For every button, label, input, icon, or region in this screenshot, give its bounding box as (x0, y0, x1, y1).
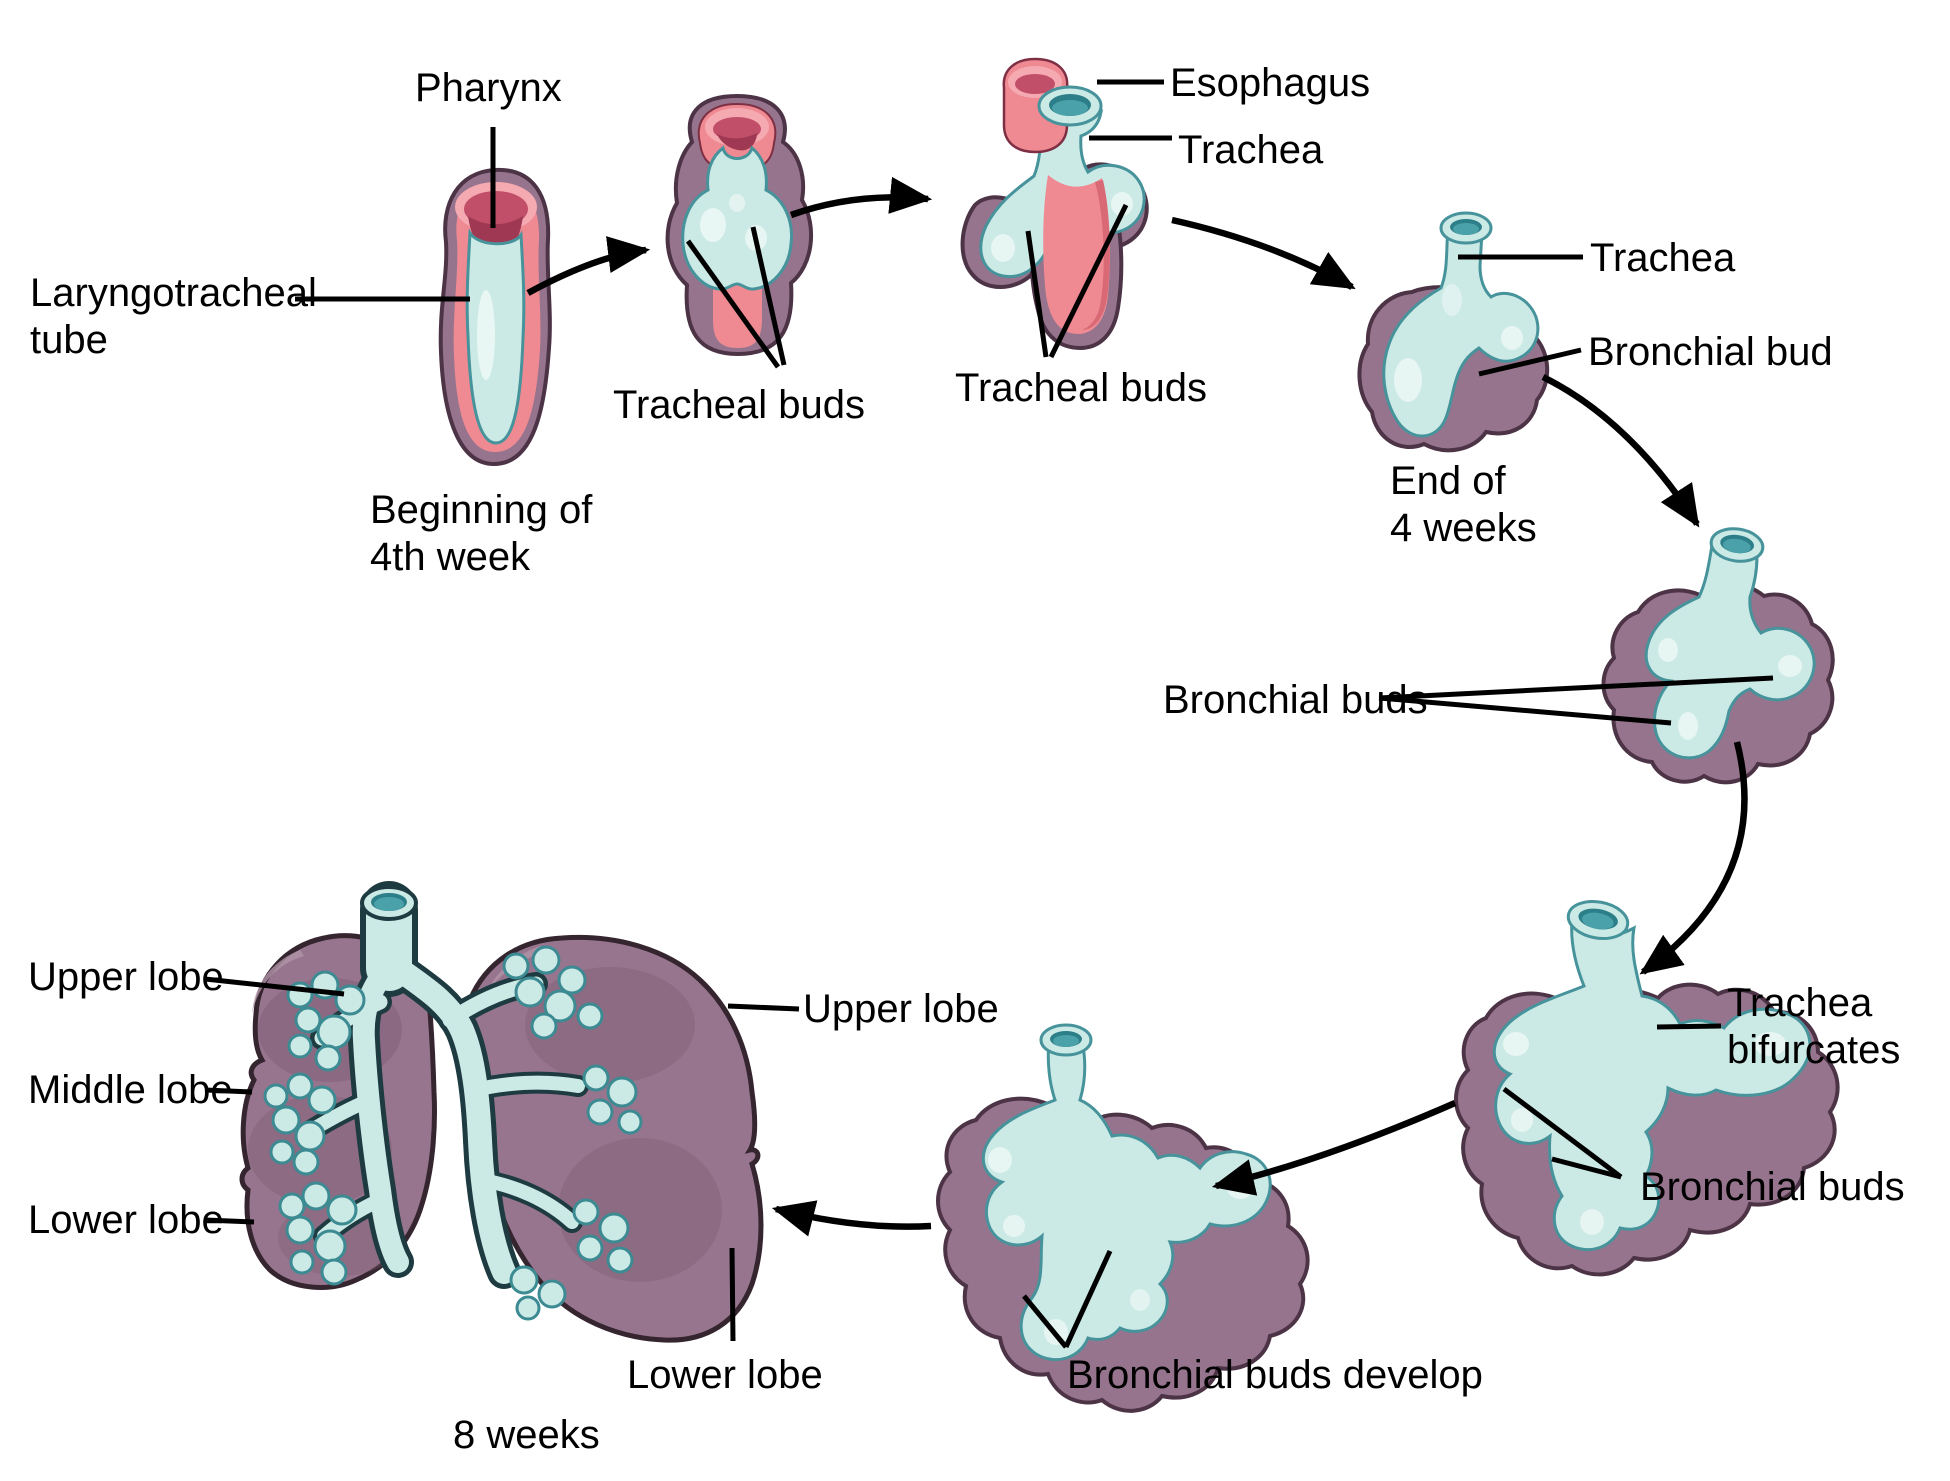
pointer-lines (204, 79, 1774, 1349)
label-middle-lobe: Middle lobe (28, 1068, 233, 1112)
sequence-arrows (526, 176, 1748, 1237)
label-pharynx: Pharynx (415, 66, 562, 110)
label-bronchial-buds-stage6: Bronchial buds (1640, 1165, 1905, 1209)
stage4-bronchial-bud-illustration (1357, 211, 1550, 453)
pointer-upper-lobe-right (727, 1003, 800, 1012)
pointer-bud-develop-right (1063, 1249, 1113, 1349)
pointer-tracheal-bud-left-s3 (1025, 230, 1049, 358)
arrow-stage3-to-stage4 (1171, 216, 1356, 290)
pointer-tracheal-bud-left-s2 (685, 239, 781, 369)
pointer-lower-lobe-left (204, 1217, 255, 1225)
label-tracheal-buds-stage3: Tracheal buds (955, 366, 1207, 410)
arrow-stage5-to-stage6 (1639, 741, 1748, 975)
stage8-lungs-illustration (239, 881, 764, 1343)
arrow-stage4-to-stage5 (1541, 374, 1700, 528)
pointer-tracheal-bud-right-s3 (1048, 203, 1129, 359)
pointer-bronchial-bud-lower-s6 (1551, 1156, 1622, 1180)
label-laryngotracheal-tube: Laryngotracheal tube (30, 271, 317, 363)
pointer-lower-lobe-right (729, 1247, 736, 1342)
label-trachea-stage4: Trachea (1590, 236, 1736, 280)
label-upper-lobe-right: Upper lobe (803, 987, 999, 1031)
label-bronchial-buds-stage5: Bronchial buds (1163, 678, 1428, 722)
pointer-bronchial-bud-upper-s6 (1502, 1087, 1623, 1179)
pointer-bud-develop-left (1022, 1294, 1068, 1349)
caption-end-of-4-weeks: End of 4 weeks (1390, 459, 1537, 551)
label-upper-lobe-left: Upper lobe (28, 955, 224, 999)
stage5-bronchial-buds-illustration (1601, 527, 1835, 785)
arrow-stage6-to-stage7 (1211, 1100, 1457, 1196)
pointer-bronchial-bud-left-s5 (1378, 695, 1672, 726)
caption-beginning-4th-week: Beginning of 4th week (370, 488, 593, 580)
label-bronchial-bud: Bronchial bud (1588, 330, 1833, 374)
stage1-laryngotracheal-tube-illustration (438, 167, 552, 467)
pointer-middle-lobe (204, 1087, 253, 1095)
caption-bronchial-buds-develop: Bronchial buds develop (1067, 1353, 1483, 1397)
label-tracheal-buds-stage2: Tracheal buds (613, 383, 865, 427)
pointer-tracheal-bud-right-s2 (750, 226, 787, 366)
stage2-tracheal-buds-illustration (665, 93, 814, 357)
arrow-stage2-to-stage3 (789, 176, 933, 219)
pointer-upper-lobe-left (204, 976, 345, 997)
arrow-stage1-to-stage2 (526, 236, 651, 296)
bronchiole-clusters (263, 945, 643, 1321)
arrow-stage7-to-stage8 (771, 1200, 932, 1237)
pointer-trachea-bifurcates (1656, 1023, 1722, 1030)
label-trachea-bifurcates: Trachea bifurcates (1727, 981, 1901, 1073)
stage3-esophagus-trachea-illustration (960, 57, 1149, 351)
pointer-bronchial-bud-s4 (1478, 347, 1582, 377)
label-lower-lobe-right: Lower lobe (627, 1353, 823, 1397)
label-esophagus: Esophagus (1170, 61, 1371, 105)
label-trachea-stage3: Trachea (1178, 128, 1324, 172)
pointer-bronchial-bud-right-s5 (1378, 675, 1774, 701)
stage6-trachea-bifurcates-illustration (1454, 900, 1840, 1277)
label-lower-lobe-left: Lower lobe (28, 1198, 224, 1242)
caption-eight-weeks: 8 weeks (453, 1413, 600, 1457)
